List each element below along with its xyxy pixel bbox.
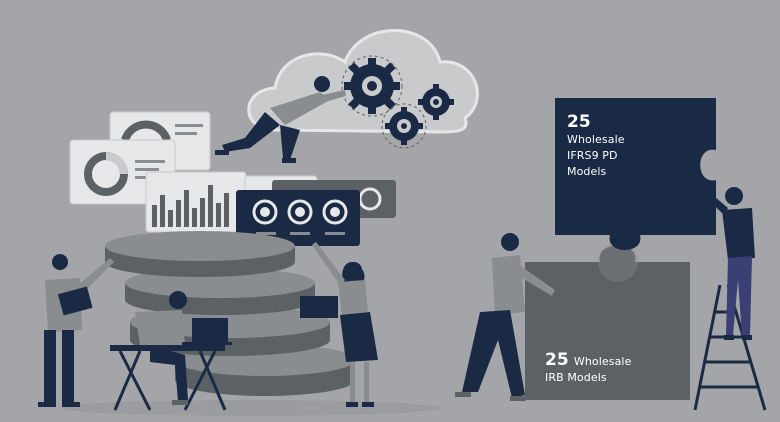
puzzle-top-label: 25 Wholesale IFRS9 PD Models bbox=[567, 112, 687, 180]
person-at-desk bbox=[110, 291, 232, 411]
puzzle-bottom-number: 25 bbox=[545, 350, 569, 370]
puzzle-icon bbox=[525, 98, 716, 400]
puzzle-bottom-line-2: IRB Models bbox=[545, 371, 607, 384]
dashboard-panel-dials bbox=[236, 190, 360, 246]
ground-shadow bbox=[60, 400, 440, 416]
gear-icon bbox=[418, 84, 454, 120]
puzzle-bottom-label: 25 Wholesale IRB Models bbox=[545, 350, 685, 386]
puzzle-bottom-line-1: 25 Wholesale bbox=[545, 350, 685, 370]
person-pushing-cloud bbox=[215, 76, 346, 163]
puzzle-top-number: 25 bbox=[567, 112, 591, 132]
laptop-icon bbox=[300, 296, 338, 318]
puzzle-bottom-line-1-text: Wholesale bbox=[573, 355, 632, 368]
gear-icon bbox=[381, 103, 427, 149]
puzzle-top-line-3: Models bbox=[567, 165, 607, 178]
person-woman-presenting bbox=[300, 242, 378, 407]
person-with-clipboard bbox=[38, 254, 114, 407]
dashboard-panel-bars bbox=[145, 171, 247, 233]
puzzle-top-line-1: Wholesale bbox=[567, 133, 625, 146]
laptop-icon bbox=[182, 318, 232, 345]
puzzle-top-line-2: IFRS9 PD bbox=[567, 149, 618, 162]
person-on-ladder bbox=[698, 186, 755, 340]
person-pushing-puzzle bbox=[455, 233, 555, 401]
